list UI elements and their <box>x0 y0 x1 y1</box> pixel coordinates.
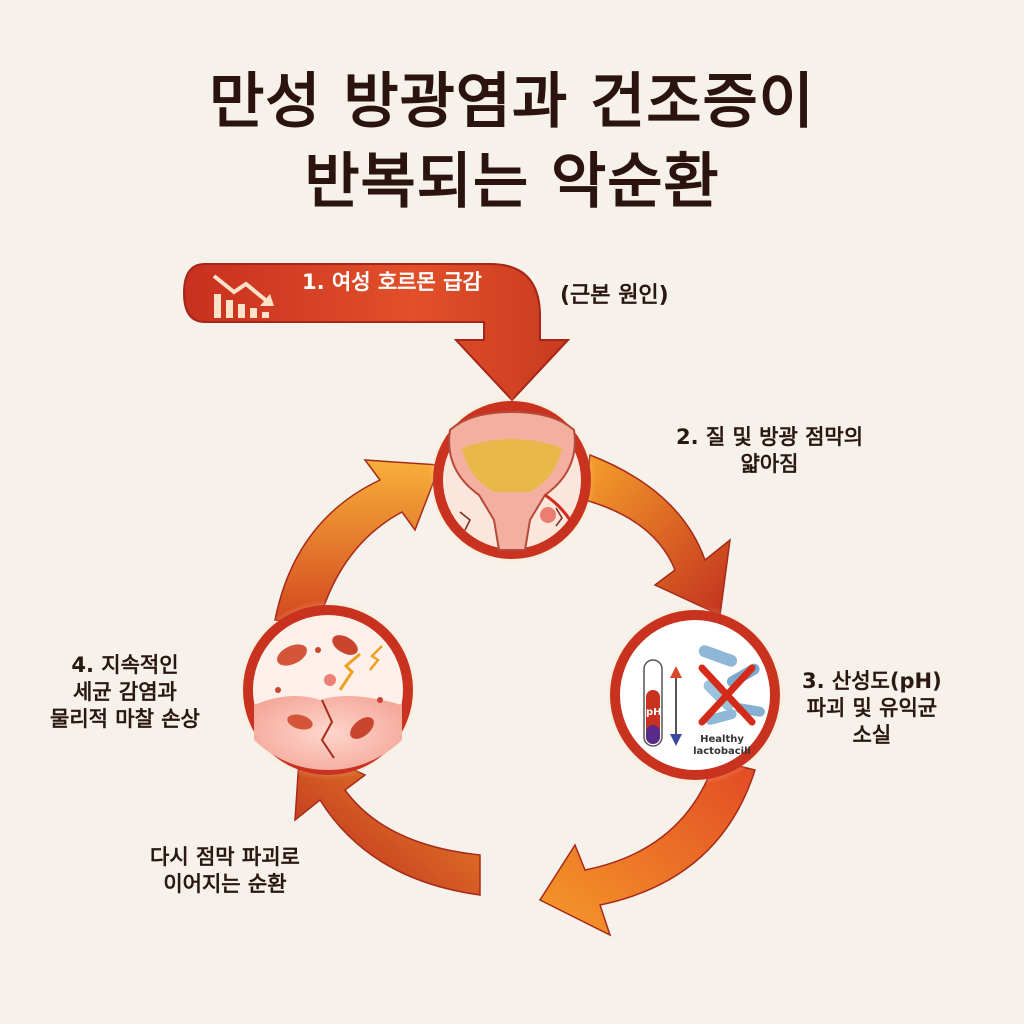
title-line-2: 반복되는 악순환 <box>304 147 720 217</box>
step4-label: 4. 지속적인 세균 감염과 물리적 마찰 손상 <box>50 652 200 733</box>
cycle-line-2: 이어지는 순환 <box>163 872 287 896</box>
step3-circle: pH Healthy lactobacill <box>605 605 785 785</box>
step1-note: (근본 원인) <box>560 283 669 308</box>
lactobacilli-icon <box>698 645 765 726</box>
step4-line-1: 4. 지속적인 <box>71 653 179 677</box>
title-line-1: 만성 방광염과 건조증이 <box>209 67 815 137</box>
step4-line-2: 세균 감염과 <box>72 680 177 704</box>
step2-circle <box>428 396 596 564</box>
bladder-icon <box>448 410 576 551</box>
step2-line-1: 2. 질 및 방광 점막의 <box>676 425 864 449</box>
cycle-arrows <box>274 453 756 937</box>
step4-line-3: 물리적 마찰 손상 <box>50 707 200 731</box>
bacteria-icon <box>275 635 383 739</box>
ph-label: pH <box>646 707 662 718</box>
lacto-label-1: Healthy <box>700 734 744 745</box>
step4-circle <box>238 600 418 780</box>
step3-line-1: 3. 산성도(pH) <box>802 669 942 693</box>
step1-label: 1. 여성 호르몬 급감 <box>302 270 482 294</box>
step3-line-3: 소실 <box>852 723 892 747</box>
lacto-label-2: lactobacill <box>693 746 751 757</box>
step2-line-2: 얇아짐 <box>740 452 799 476</box>
cycle-label: 다시 점막 파괴로 이어지는 순환 <box>150 844 300 898</box>
step2-label: 2. 질 및 방광 점막의 얇아짐 <box>676 424 863 478</box>
declining-chart-icon <box>212 274 274 318</box>
ph-test-tube-icon: pH <box>643 659 682 747</box>
cycle-line-1: 다시 점막 파괴로 <box>150 845 300 869</box>
step3-label: 3. 산성도(pH) 파괴 및 유익균 소실 <box>802 668 942 749</box>
step1-header-arrow <box>182 263 571 402</box>
page-title: 만성 방광염과 건조증이 반복되는 악순환 <box>0 62 1024 222</box>
step3-line-2: 파괴 및 유익균 <box>806 696 938 720</box>
